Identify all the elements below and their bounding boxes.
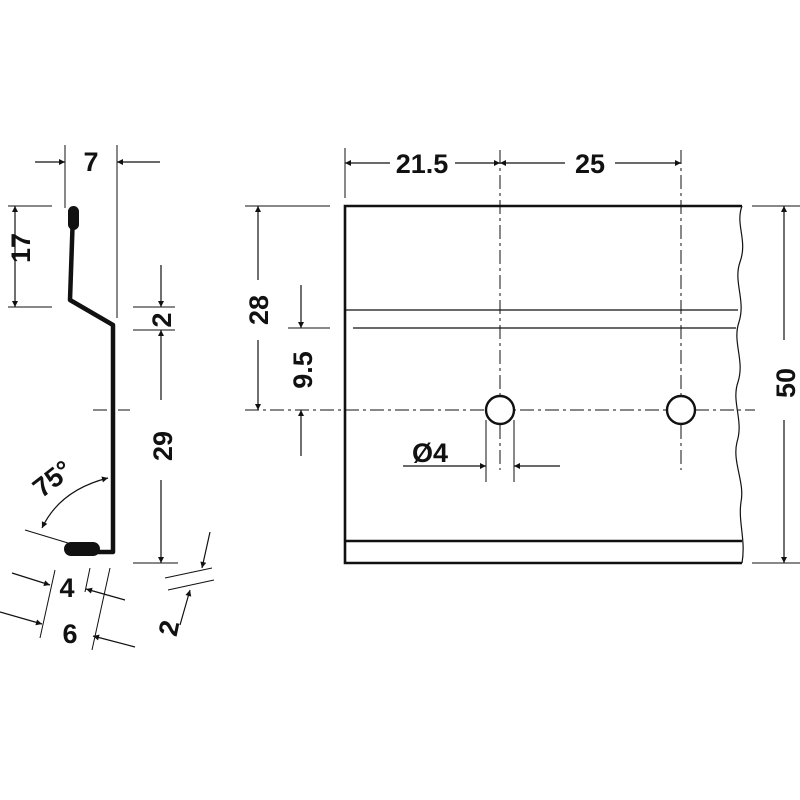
mounting-hole-2 (665, 394, 697, 426)
dim-groove-to-hole: 9.5 (288, 285, 330, 456)
dim-hole-spacing: 25 (500, 149, 681, 179)
dim-top-width: 7 (35, 145, 160, 318)
dim-top-to-hole: 28 (244, 205, 330, 410)
dim-step: 2 (133, 265, 177, 331)
dim-label-step: 2 (147, 312, 177, 327)
dim-foot-inner: 4 (11, 567, 126, 651)
dim-foot-outer: 6 (0, 611, 136, 649)
dim-thickness: 2 (153, 531, 215, 639)
profile-view: 7 17 2 29 75° (0, 145, 215, 651)
dim-lower-height: 29 (133, 330, 178, 564)
foot-tip (64, 542, 100, 556)
dim-label-top-width: 7 (83, 147, 98, 177)
dim-hook-height: 17 (6, 205, 52, 308)
dim-label-foot-outer: 6 (62, 619, 77, 649)
dim-total-height: 50 (752, 205, 800, 564)
dim-angle: 75° (24, 455, 109, 544)
dim-label-lower-height: 29 (148, 431, 178, 461)
dim-label-total-height: 50 (771, 368, 800, 398)
bracket-profile (67, 212, 116, 555)
dim-label-hole-spacing: 25 (575, 149, 605, 179)
dim-label-hole-diameter: Ø4 (412, 438, 448, 468)
dim-label-top-to-hole: 28 (244, 295, 274, 325)
plate-break-edge (735, 205, 744, 564)
dim-first-hole-offset: 21.5 (344, 148, 500, 198)
dim-label-first-hole-offset: 21.5 (396, 149, 449, 179)
front-view: 21.5 25 28 9.5 Ø4 (244, 148, 800, 565)
dim-label-groove-to-hole: 9.5 (288, 351, 318, 389)
plate-outline (343, 204, 742, 565)
hook-tip (68, 206, 79, 230)
dim-label-hook-height: 17 (6, 233, 36, 263)
mounting-hole-1 (484, 394, 516, 426)
dim-label-thickness: 2 (153, 618, 185, 639)
dim-hole-diameter: Ø4 (403, 420, 560, 482)
dim-label-angle: 75° (27, 455, 78, 504)
dim-label-foot-inner: 4 (59, 573, 74, 603)
